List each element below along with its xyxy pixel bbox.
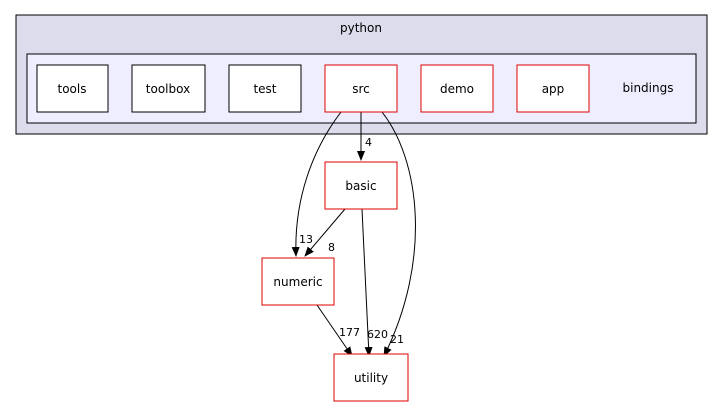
node-src-box	[324, 64, 398, 113]
node-toolbox-label: toolbox	[146, 82, 190, 96]
edge-src-basic-label: 4	[365, 136, 372, 149]
node-demo[interactable]: demo	[420, 64, 494, 113]
nodes: tools toolbox test src demo app basic n	[36, 64, 590, 402]
node-numeric[interactable]: numeric	[261, 257, 335, 306]
node-utility-label: utility	[354, 371, 388, 385]
node-demo-box	[420, 64, 494, 113]
node-toolbox[interactable]: toolbox	[131, 64, 206, 113]
edge-numeric-utility-label: 177	[339, 326, 360, 339]
edge-src-utility-label: 21	[390, 333, 404, 346]
edge-basic-numeric-label: 8	[328, 241, 335, 254]
edge-numeric-utility[interactable]: 177	[316, 304, 360, 357]
node-utility[interactable]: utility	[333, 353, 409, 402]
node-numeric-box	[261, 257, 335, 306]
edge-src-utility-line	[381, 111, 416, 357]
node-demo-label: demo	[440, 82, 474, 96]
node-app-label: app	[542, 82, 565, 96]
node-test-label: test	[253, 82, 276, 96]
edge-basic-numeric-line	[304, 208, 346, 257]
node-basic-label: basic	[345, 179, 376, 193]
edge-src-numeric-label: 13	[299, 233, 313, 246]
node-app[interactable]: app	[516, 64, 590, 113]
edge-basic-utility[interactable]: 620	[361, 208, 388, 357]
cluster-python-label: python	[340, 21, 382, 35]
edge-src-basic[interactable]: 4	[357, 112, 372, 161]
node-test-box	[228, 64, 302, 113]
node-utility-box	[333, 353, 409, 402]
edge-src-utility[interactable]: 21	[381, 111, 416, 357]
edge-basic-utility-line	[361, 208, 373, 357]
node-numeric-label: numeric	[273, 275, 322, 289]
node-basic-box	[324, 161, 398, 210]
node-tools-label: tools	[58, 82, 87, 96]
node-basic[interactable]: basic	[324, 161, 398, 210]
edge-src-numeric-line	[291, 111, 342, 257]
node-src[interactable]: src	[324, 64, 398, 113]
node-tools-box	[36, 64, 109, 113]
cluster-bindings-label: bindings	[623, 81, 674, 95]
edge-basic-numeric[interactable]: 8	[304, 208, 346, 257]
edge-numeric-utility-line	[316, 304, 353, 357]
node-test[interactable]: test	[228, 64, 302, 113]
node-app-box	[516, 64, 590, 113]
edge-basic-utility-label: 620	[367, 328, 388, 341]
edges: 4 13 21 8 620 177	[291, 111, 416, 357]
node-toolbox-box	[131, 64, 206, 113]
edge-src-numeric[interactable]: 13	[291, 111, 342, 257]
node-tools[interactable]: tools	[36, 64, 109, 113]
node-src-label: src	[352, 82, 370, 96]
